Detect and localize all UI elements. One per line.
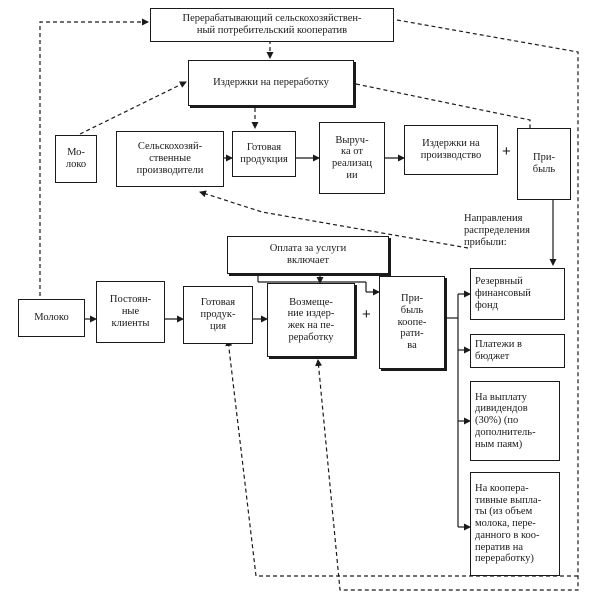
finished-product-mid-label: Готовая продук- ция <box>200 297 236 332</box>
coop-payments-box: На коопера- тивные выпла- ты (из объем м… <box>470 472 560 576</box>
farmers-box: Сельскохозяй- ственные производители <box>116 131 224 187</box>
finished-product-mid-box: Готовая продук- ция <box>183 286 253 344</box>
cooperative-label: Перерабатывающий сельскохозяйствен- ный … <box>182 13 362 36</box>
milk-left-box: Молоко <box>18 299 85 337</box>
profit-directions-caption: Направления распределения прибыли: <box>464 213 530 248</box>
profit-top-box: При- быль <box>517 128 571 200</box>
budget-payments-box: Платежи в бюджет <box>470 334 565 368</box>
finished-product-top-box: Готовая продукция <box>232 131 296 177</box>
reserve-fund-label: Резервный финансовый фонд <box>475 276 531 311</box>
coop-profit-box: При- быль коопе- рати- ва <box>379 276 445 369</box>
finished-product-top-label: Готовая продукция <box>240 142 288 165</box>
coop-profit-label: При- быль коопе- рати- ва <box>397 293 427 352</box>
regular-clients-label: Постоян- ные клиенты <box>109 294 152 329</box>
services-payment-label: Оплата за услуги включает <box>269 243 347 266</box>
milk-top-label: Мо- локо <box>65 147 87 170</box>
plus-sign-bottom: + <box>362 306 371 323</box>
production-costs-box: Издержки на производство <box>404 125 498 175</box>
reimbursement-box: Возмеще- ние издер- жек на пе- реработку <box>267 283 355 357</box>
processing-costs-box: Издержки на переработку <box>188 60 354 106</box>
services-payment-box: Оплата за услуги включает <box>227 236 389 274</box>
revenue-box: Выруч- ка от реализац ии <box>319 122 385 194</box>
milk-top-box: Мо- локо <box>55 135 97 183</box>
production-costs-label: Издержки на производство <box>420 138 482 161</box>
dashed-milk-to-costs <box>79 81 187 135</box>
reimbursement-label: Возмеще- ние издер- жек на пе- реработку <box>287 296 335 343</box>
profit-top-label: При- быль <box>532 152 556 175</box>
plus-sign-top: + <box>502 143 511 160</box>
budget-payments-label: Платежи в бюджет <box>475 339 522 362</box>
reserve-fund-box: Резервный финансовый фонд <box>470 268 565 320</box>
coop-payments-label: На коопера- тивные выпла- ты (из объем м… <box>475 482 542 565</box>
revenue-label: Выруч- ка от реализац ии <box>331 134 373 181</box>
processing-costs-label: Издержки на переработку <box>213 77 329 89</box>
dashed-left-loop <box>39 18 149 296</box>
dividends-box: На выплату дивидендов (30%) (по дополнит… <box>470 381 560 461</box>
dashed-to-finished-bottom <box>225 339 578 577</box>
dashed-right-loop <box>315 19 579 591</box>
milk-left-label: Молоко <box>34 312 69 324</box>
dividends-label: На выплату дивидендов (30%) (по дополнит… <box>475 391 536 450</box>
cooperative-box: Перерабатывающий сельскохозяйствен- ный … <box>150 8 394 42</box>
farmers-label: Сельскохозяй- ственные производители <box>136 141 204 176</box>
dashed-reserve-to-farmers <box>199 190 469 249</box>
regular-clients-box: Постоян- ные клиенты <box>96 281 165 343</box>
